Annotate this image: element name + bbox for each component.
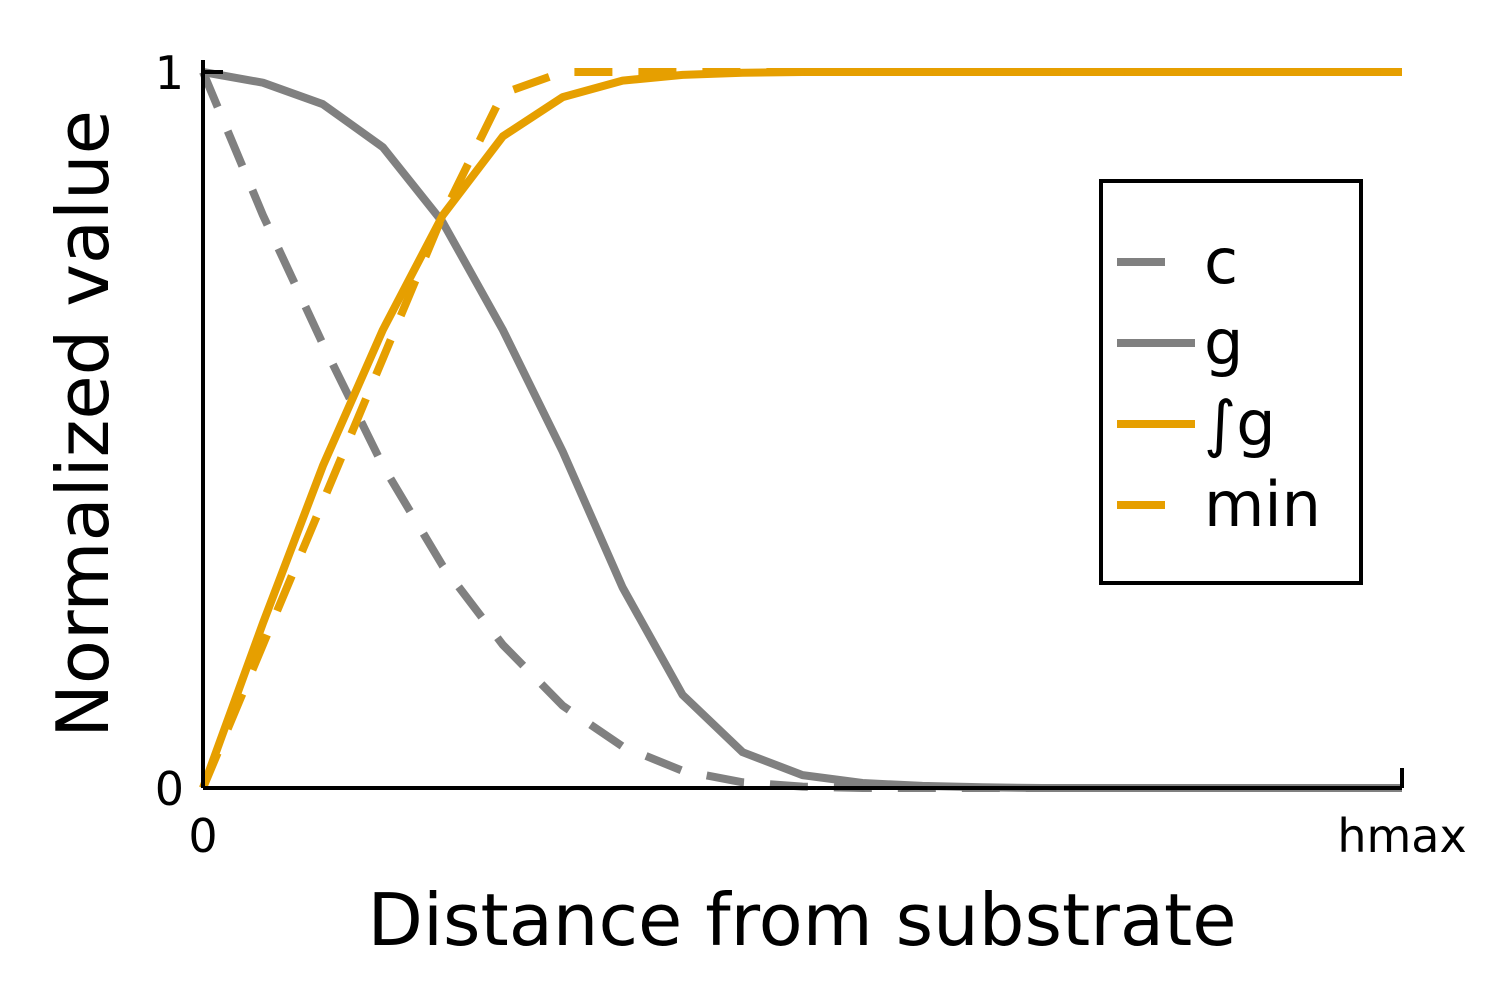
x-axis-title: Distance from substrate: [368, 878, 1237, 962]
series-line-min: [199, 68, 1402, 790]
legend-box: [1099, 179, 1363, 585]
legend-label-c: c: [1204, 225, 1238, 298]
y-axis-title: Normalized value: [41, 110, 125, 738]
x-tick-label: 0: [188, 809, 217, 863]
legend-label-integral-g: ∫g: [1204, 387, 1276, 460]
legend: cg ∫g min: [1099, 179, 1363, 585]
legend-label-min: min: [1204, 468, 1321, 541]
y-tick-label: 0: [155, 762, 184, 816]
y-tick-label: 1: [155, 46, 184, 100]
ticks: 0 hmax 0 1: [155, 46, 1467, 863]
axes: [201, 60, 1402, 790]
x-tick-label: hmax: [1337, 809, 1466, 863]
legend-label-g: g: [1204, 306, 1243, 379]
